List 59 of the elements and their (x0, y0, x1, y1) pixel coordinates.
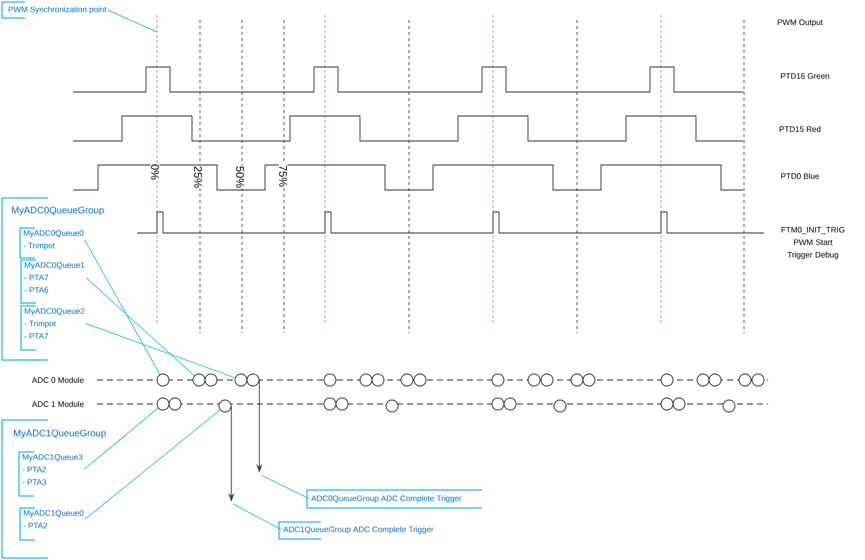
callout-bracket: PWM Synchronization point (2, 2, 106, 18)
leader-line (84, 408, 158, 470)
percent-label: 0% (150, 164, 160, 180)
conversion-circle (156, 374, 170, 386)
conversion-circle (722, 400, 736, 412)
callout-bracket: ADC1QueueGroup ADC Complete Trigger (278, 522, 434, 540)
leader-line (86, 277, 195, 376)
conversion-circle (204, 374, 218, 386)
conversion-circle (192, 374, 206, 386)
module-label: ADC 1 Module (32, 401, 84, 407)
percent-label: 50% (236, 166, 244, 188)
signal-label: PWM Output (778, 19, 823, 27)
conversion-circle (660, 398, 674, 410)
conversion-circle (360, 374, 372, 386)
callout-bracket: MyADC0Queue0 - Trimpot (20, 228, 84, 258)
conversion-circle (168, 398, 182, 410)
conversion-circle (540, 374, 554, 386)
conversion-circle (414, 374, 426, 386)
signal-label: PTD0 Blue (781, 173, 819, 179)
conversion-circle (400, 374, 414, 386)
signal-label: FTM0_INIT_TRIG PWM Start Trigger Debug (782, 226, 844, 260)
signal-label: PTD15 Red (780, 126, 820, 132)
conversion-circle (738, 374, 752, 386)
leader-line (86, 323, 236, 378)
callout-bracket: MyADC1Queue0 - PTA2 (20, 508, 84, 540)
conversion-circle (660, 374, 674, 386)
conversion-circle (504, 398, 516, 410)
conversion-circle (324, 374, 336, 386)
conversion-circle (708, 374, 722, 386)
conversion-circle (492, 374, 504, 386)
conversion-circle (324, 398, 336, 410)
leader-line (84, 410, 220, 520)
conversion-circle (372, 374, 384, 386)
conversion-circle (234, 374, 248, 386)
conversion-circle (156, 398, 170, 410)
signal-label: PTD16 Green (781, 73, 830, 79)
leader-line (107, 10, 158, 32)
conversion-circle (554, 400, 566, 412)
conversion-circle (246, 374, 260, 386)
module-label: ADC 0 Module (32, 377, 84, 383)
leader-line (260, 474, 310, 500)
conversion-circle (528, 374, 540, 386)
conversion-circle (752, 374, 764, 386)
conversion-circle (218, 400, 232, 412)
percent-label: 75% (278, 164, 288, 188)
leader-line (84, 240, 160, 375)
conversion-circle (336, 398, 348, 410)
conversion-circle (386, 400, 398, 412)
conversion-circle (582, 374, 596, 386)
conversion-circle (696, 374, 710, 386)
callout-bracket: ADC0QueueGroup ADC Complete Trigger (306, 490, 482, 508)
leader-line (232, 504, 282, 530)
callout-bracket: MyADC1Queue3 - PTA2 - PTA3 (18, 452, 82, 496)
conversion-circle (492, 398, 504, 410)
callout-bracket: MyADC0Queue2 - Trimpot - PTA7 (20, 306, 84, 350)
percent-label: 25% (194, 166, 202, 188)
conversion-circle (570, 374, 584, 386)
callout-bracket: MyADC0Queue1 - PTA7 - PTA6 (20, 260, 84, 304)
conversion-circle (672, 398, 686, 410)
